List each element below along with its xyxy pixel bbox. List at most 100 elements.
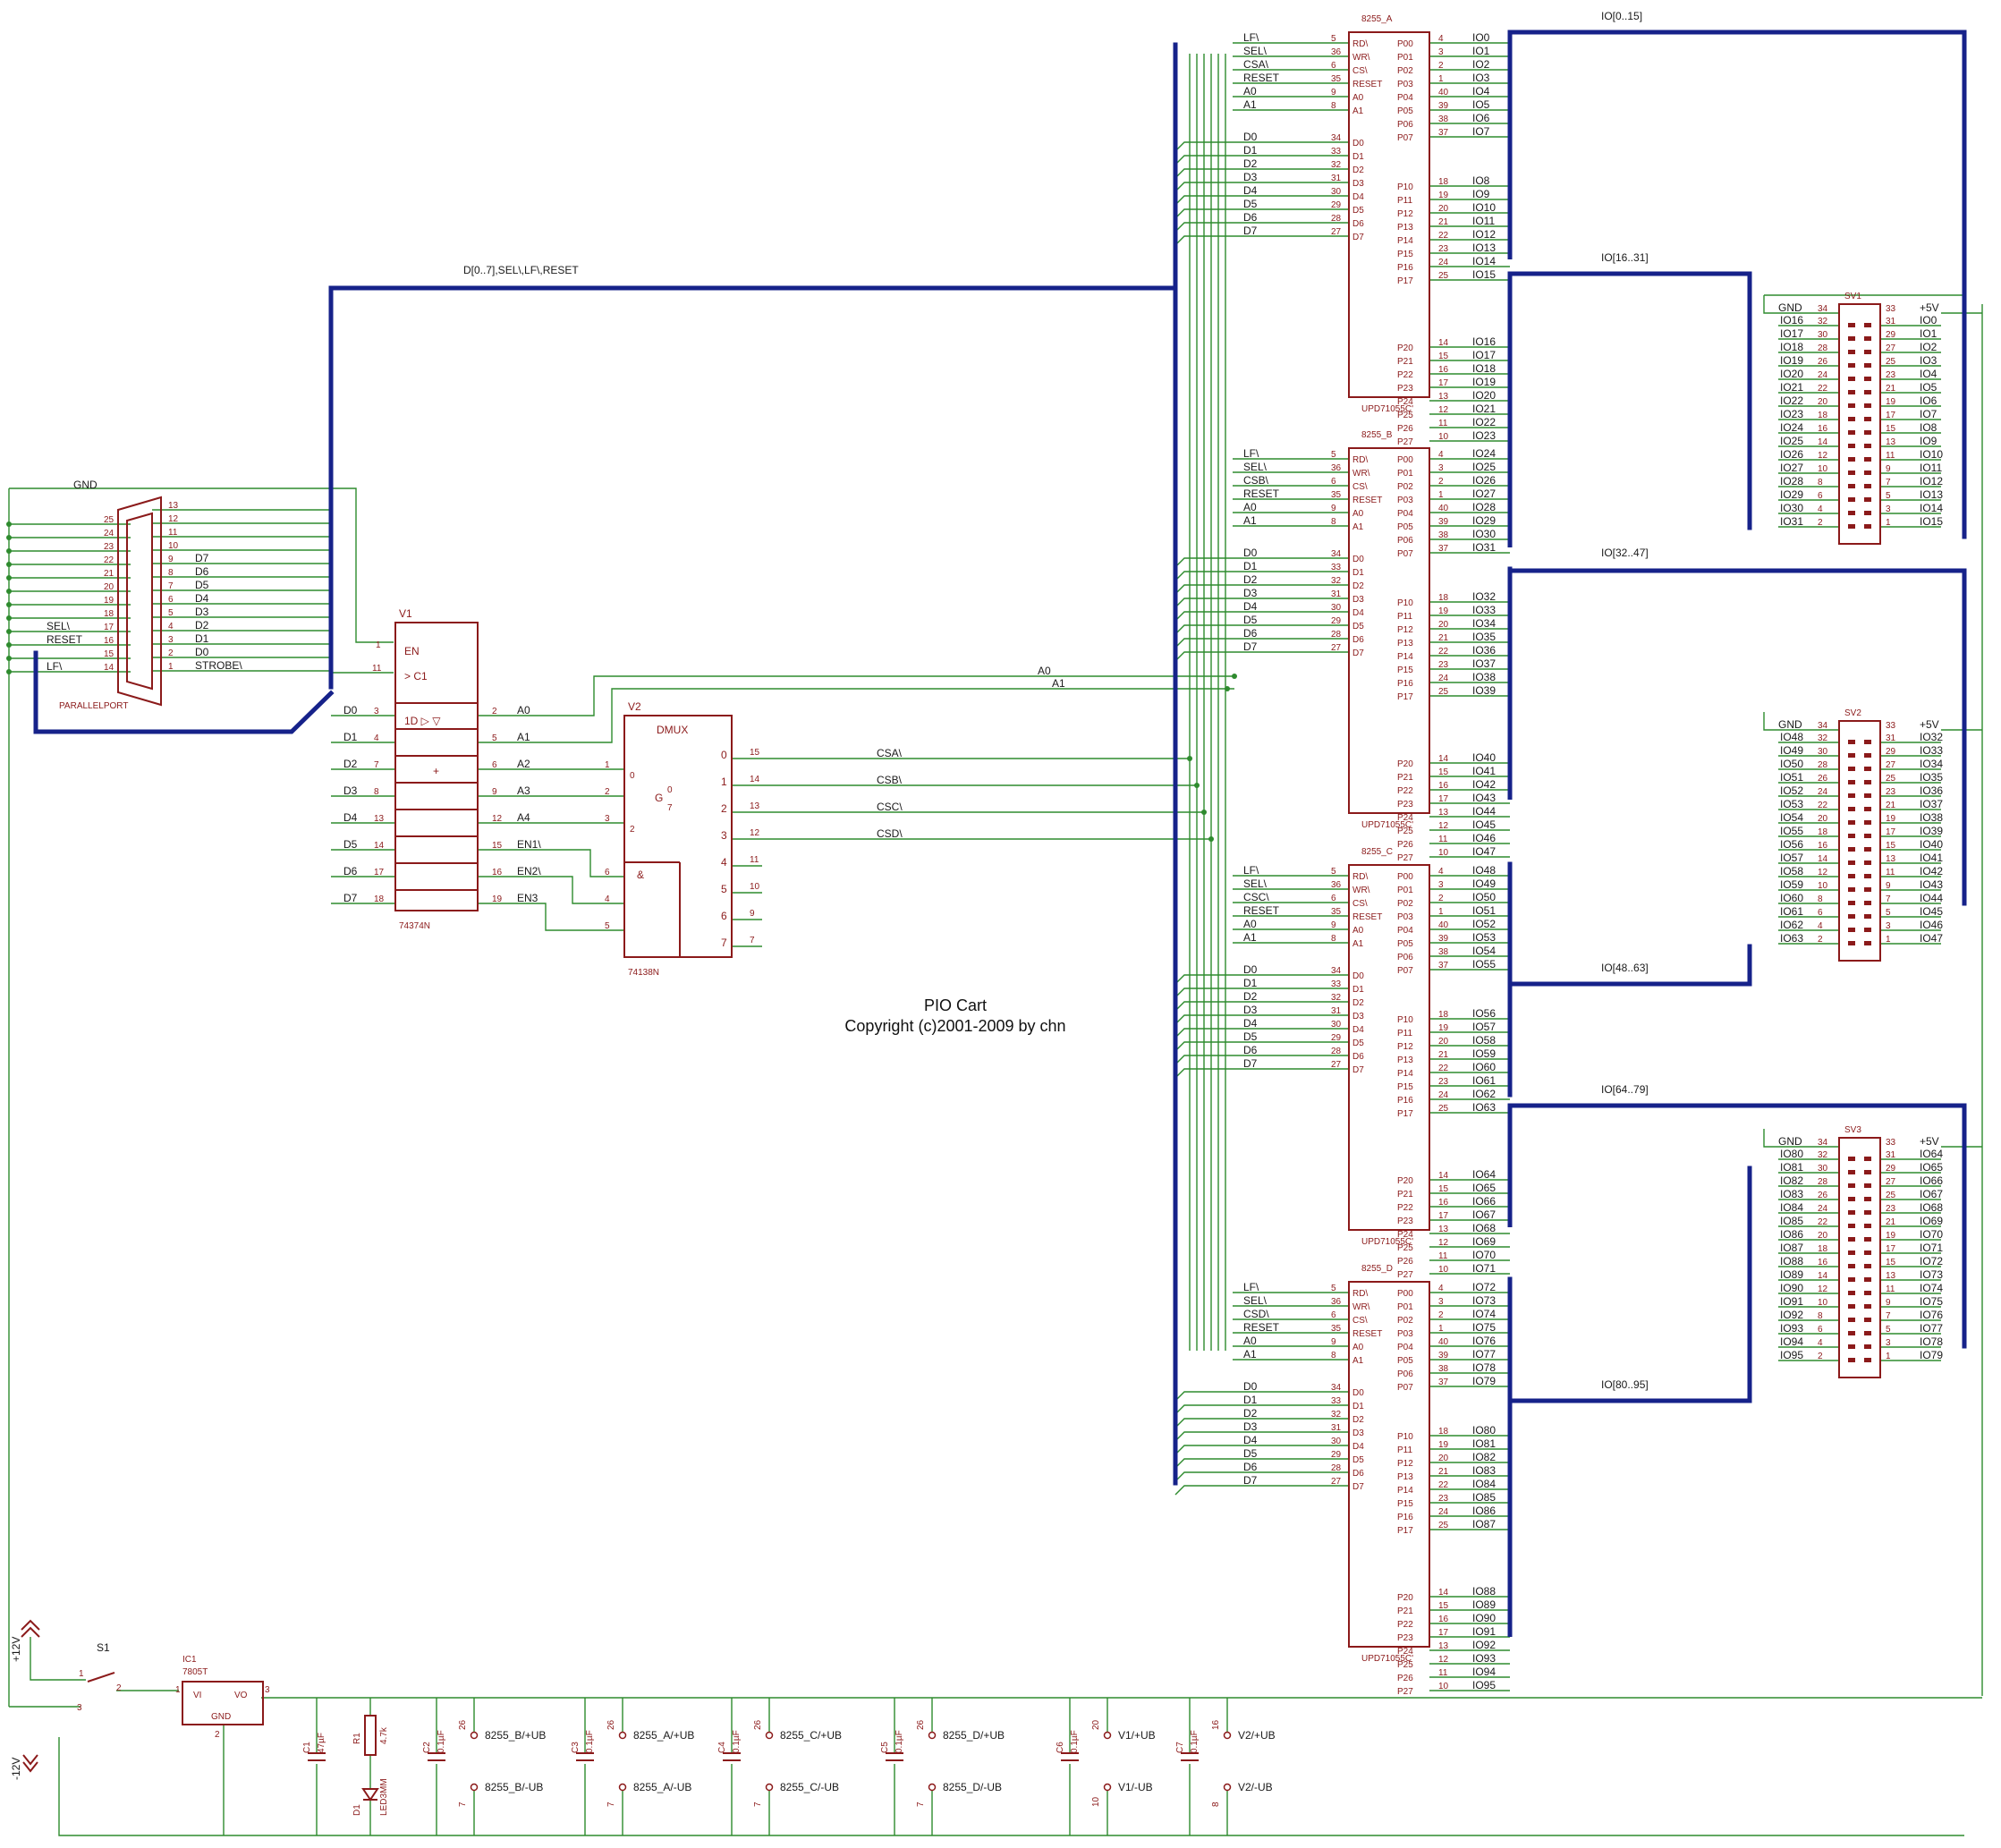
io-bus-2	[1507, 566, 1967, 906]
port-pin: 38	[1438, 114, 1449, 124]
port-pin: 25	[1438, 1521, 1449, 1530]
port-io: IO12	[1472, 228, 1496, 241]
port-io: IO74	[1472, 1308, 1496, 1320]
header-r-io: IO75	[1920, 1295, 1943, 1308]
header-gnd-wire	[1763, 1129, 1839, 1148]
port-pin: 16	[1438, 781, 1449, 791]
port-pin: 14	[1438, 338, 1449, 348]
data-name: D5	[1352, 206, 1364, 216]
port-pin: 15	[1438, 1184, 1449, 1194]
header-pin-r	[1864, 1170, 1871, 1174]
port-pin: 4	[1438, 1284, 1444, 1293]
port-pin: 24	[1438, 1090, 1449, 1100]
ctrl-sig: CSB\	[1243, 474, 1269, 487]
latch-out-pin: 6	[492, 760, 497, 770]
header-pin-r	[1864, 1318, 1871, 1322]
parport-rpin: 9	[168, 555, 174, 564]
header-pin-r	[1864, 834, 1871, 838]
port-pin: 18	[1438, 177, 1449, 187]
minus12-arrow	[22, 1754, 38, 1773]
header-l-pin: 2	[1818, 1352, 1823, 1361]
port-name: P26	[1397, 1674, 1413, 1683]
port-io: IO67	[1472, 1208, 1496, 1221]
header-pin-r	[1864, 1210, 1871, 1215]
header-l-pin: 32	[1818, 317, 1828, 326]
header-l-pin: 18	[1818, 1244, 1828, 1254]
port-name: P10	[1397, 598, 1413, 608]
data-pin: 29	[1331, 1450, 1342, 1460]
ctrl-pin: 9	[1331, 920, 1336, 930]
port-pin: 24	[1438, 1507, 1449, 1517]
minus12-label: -12V	[10, 1758, 22, 1780]
data-sig: D2	[1243, 1407, 1258, 1420]
ctrl-sig: CSC\	[1243, 891, 1269, 903]
ctrl-name: WR\	[1352, 886, 1370, 895]
latch-en-pin: 1	[376, 640, 381, 650]
latch-in-pin: 18	[374, 894, 385, 904]
header-l-pin: 10	[1818, 881, 1828, 891]
port-name: P24	[1397, 1230, 1413, 1240]
header-l-io: IO56	[1780, 838, 1803, 851]
header-r-io: IO13	[1920, 488, 1943, 501]
data-name: D1	[1352, 152, 1364, 162]
port-name: P00	[1397, 39, 1413, 49]
port-io: IO51	[1472, 904, 1496, 917]
port-pin: 20	[1438, 1454, 1449, 1463]
port-name: P16	[1397, 263, 1413, 273]
ub-top-pin	[1223, 1731, 1232, 1740]
header-gnd-wire	[1763, 295, 1839, 314]
en3-wire	[478, 903, 624, 931]
dmux-out-n: 1	[721, 776, 727, 788]
a0-wire	[478, 675, 1234, 716]
data-sig: D4	[1243, 1017, 1258, 1030]
header-l-pin: 28	[1818, 760, 1828, 770]
header-pin-l	[1848, 1210, 1855, 1215]
io-bus-label-3: IO[48..63]	[1601, 962, 1649, 974]
header-r-pin: 31	[1886, 317, 1896, 326]
port-io: IO19	[1472, 376, 1496, 388]
header-vcc-pin: 33	[1886, 304, 1896, 314]
cap-val-c1: 47µF	[317, 1733, 326, 1753]
port-pin: 13	[1438, 808, 1449, 818]
port-io: IO71	[1472, 1262, 1496, 1275]
wires-layer	[6, 42, 1983, 1836]
cap-name-5: C7	[1175, 1742, 1185, 1753]
ctrl-pin: 35	[1331, 1324, 1342, 1334]
header-l-io: IO87	[1780, 1242, 1803, 1254]
header-r-io: IO9	[1920, 435, 1937, 447]
ctrl-name: RD\	[1352, 1289, 1368, 1299]
io-bus-0	[1507, 30, 1967, 539]
junction-dot	[1187, 756, 1192, 761]
data-wire	[1174, 1001, 1349, 1012]
data-sig: D0	[1243, 547, 1258, 559]
header-pin-r	[1864, 1304, 1871, 1309]
header-r-io: IO39	[1920, 825, 1943, 837]
ub-bot-pin-num: 8	[1211, 1801, 1221, 1807]
header-l-pin: 16	[1818, 424, 1828, 434]
port-name: P20	[1397, 343, 1413, 353]
port-io: IO24	[1472, 447, 1496, 460]
header-pin-l	[1848, 1264, 1855, 1268]
latch-out-sig: A0	[517, 704, 530, 716]
header-r-io: IO38	[1920, 811, 1943, 824]
reg-gnd: GND	[211, 1712, 231, 1722]
port-pin: 19	[1438, 1023, 1449, 1033]
ub-bot-pin-num: 7	[753, 1801, 763, 1807]
data-pin: 27	[1331, 227, 1342, 237]
data-sig: D1	[1243, 977, 1258, 989]
header-pin-l	[1848, 390, 1855, 394]
port-io: IO80	[1472, 1424, 1496, 1437]
data-pin: 34	[1331, 549, 1342, 559]
title-line2: Copyright (c)2001-2009 by chn	[844, 1017, 1065, 1035]
header-l-pin: 6	[1818, 491, 1823, 501]
dmux-in-pin: 2	[605, 787, 610, 797]
header-l-io: IO83	[1780, 1188, 1803, 1200]
header-r-pin: 23	[1886, 787, 1896, 797]
port-name: P03	[1397, 80, 1413, 89]
dmux-out-pin: 10	[750, 882, 760, 892]
header-l-pin: 14	[1818, 1271, 1828, 1281]
header-pin-l	[1848, 928, 1855, 932]
header-l-pin: 8	[1818, 1311, 1823, 1321]
r1-body	[364, 1715, 377, 1756]
latch-out-sig: A1	[517, 731, 530, 743]
